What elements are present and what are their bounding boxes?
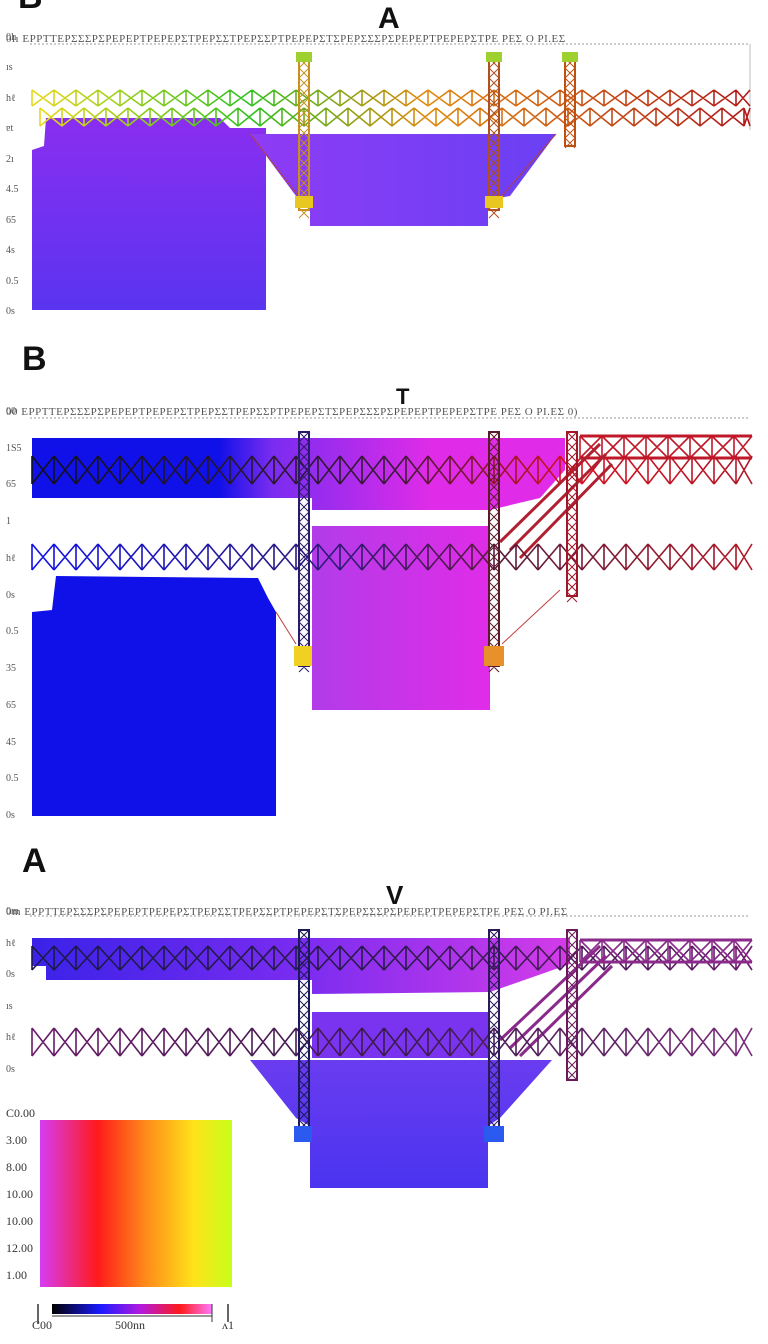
panel-bot-title: V	[386, 880, 404, 910]
tick-label: 65	[6, 479, 16, 491]
scale-bar: C00 500nn ʌ1	[0, 1300, 260, 1340]
support-line	[275, 611, 297, 645]
left-concrete-block	[32, 118, 266, 310]
tick-label: 0m	[6, 906, 19, 917]
tick-label: hℓ	[6, 937, 16, 949]
legend-label: 8.00	[6, 1160, 27, 1174]
footing-cap	[484, 646, 504, 666]
tick-label: 4s	[6, 245, 15, 257]
column-head	[562, 52, 578, 62]
tick-label: 1	[6, 516, 11, 528]
footing-cap	[294, 646, 312, 666]
panel-mid-diagram	[30, 417, 753, 816]
footing-cap	[294, 1126, 312, 1142]
panel-top: B A 0lı ΕΡΡΤΤΕΡΣΣΣΡΣΡΕΡΕΡΤΡΕΡΕΡΣΤΡΕΡΣΣΤΡ…	[0, 0, 768, 330]
tick-label: 0s	[6, 1064, 15, 1075]
lower-truss-bracing	[31, 543, 753, 571]
scale-bar-graphic	[37, 1304, 229, 1324]
panel-mid-corner-label: B	[22, 340, 47, 378]
tick-label: ɐt	[6, 123, 14, 135]
panel-top-diagram	[30, 43, 751, 310]
legend-label: 3.00	[6, 1133, 27, 1147]
center-concrete-block	[250, 1060, 552, 1188]
tick-label: 0s	[6, 306, 15, 317]
legend-label: 10.00	[6, 1187, 33, 1201]
panel-top-corner-label: B	[18, 0, 43, 17]
col-c-column-bracing	[566, 929, 578, 1081]
upper-right-truss-bracing	[579, 939, 753, 963]
tick-label: hℓ	[6, 552, 16, 564]
panel-top-title: A	[378, 2, 400, 35]
tick-label: 0.5	[6, 773, 19, 785]
panel-bot-ruler: 0m ΕΡΡΤΤΕΡΣΣΣΡΣΡΕΡΕΡΤΡΕΡΕΡΣΤΡΕΡΣΣΤΡΕΡΣΣΡ…	[6, 906, 568, 918]
tick-label: 2ı	[6, 153, 14, 165]
upper-right-truss-bracing	[579, 435, 753, 459]
support-line	[499, 133, 557, 199]
tick-label: 65	[6, 214, 16, 226]
upper-truss-bracing	[31, 89, 751, 107]
scale-bar-mid-label: 500nn	[115, 1318, 145, 1332]
panel-mid-title: T	[396, 384, 410, 409]
footing-cap	[485, 196, 503, 208]
col-c-column	[566, 929, 578, 1081]
upper-deck-block	[32, 938, 570, 994]
tick-label: hℓ	[6, 92, 16, 104]
legend-label: 12.00	[6, 1241, 33, 1255]
footing-cap	[484, 1126, 504, 1142]
legend-label: 10.00	[6, 1214, 33, 1228]
tick-label: 45	[6, 736, 16, 748]
tick-label: ıs	[6, 62, 13, 74]
tick-label: ıs	[6, 1000, 13, 1012]
legend-label: 1.00	[6, 1268, 27, 1282]
tick-label: 0s	[6, 969, 15, 981]
footing-cap	[295, 196, 313, 208]
col-b-column-bracing	[488, 929, 500, 1141]
legend-label: C0.00	[6, 1106, 36, 1120]
tick-label: hℓ	[6, 1032, 16, 1044]
tick-label: 0lı	[6, 32, 17, 43]
tick-label: 65	[6, 699, 16, 711]
panel-bot-corner-label: A	[22, 842, 47, 880]
upper-truss-bracing	[31, 455, 753, 485]
panel-mid-ruler: 00 ΕΡΡΤΤΕΡΣΣΣΡΣΡΕΡΕΡΤΡΕΡΕΡΣΤΡΕΡΣΣΤΡΕΡΣΣΡ…	[6, 406, 578, 418]
color-legend: C0.00 3.00 8.00 10.00 10.00 12.00 1.00	[0, 1100, 240, 1300]
scale-bar-right-label: ʌ1	[222, 1318, 234, 1332]
upper-truss-bracing	[31, 945, 753, 971]
panel-top-ruler: 0lı ΕΡΡΤΤΕΡΣΣΣΡΣΡΕΡΕΡΤΡΕΡΕΡΣΤΡΕΡΣΣΤΡΕΡΣΣ…	[6, 33, 566, 45]
col-c-column-bracing	[566, 431, 578, 603]
tick-label: 0.5	[6, 626, 19, 638]
tick-label: 0.5	[6, 275, 19, 287]
support-line	[501, 589, 561, 645]
col-c-column-bracing	[564, 57, 576, 149]
center-concrete-block	[250, 134, 556, 226]
col-a-column-bracing	[298, 929, 310, 1141]
support-line	[249, 133, 301, 199]
tick-label: 0s	[6, 810, 15, 821]
column-head	[486, 52, 502, 62]
left-concrete-block	[32, 576, 276, 816]
tick-label: 00	[6, 406, 16, 417]
panel-mid: B T 00 ΕΡΡΤΤΕΡΣΣΣΡΣΡΕΡΕΡΤΡΕΡΕΡΣΤΡΕΡΣΣΤΡΕ…	[6, 340, 753, 821]
color-legend-gradient	[40, 1120, 232, 1287]
tick-label: 1S5	[6, 442, 22, 454]
tick-label: 35	[6, 663, 16, 675]
col-c-column	[566, 431, 578, 597]
tick-label: 4.5	[6, 184, 19, 196]
scale-bar-left-label: C00	[32, 1318, 53, 1332]
column-head	[296, 52, 312, 62]
tick-label: 0s	[6, 589, 15, 601]
lower-truss-bracing	[31, 1027, 753, 1057]
lower-truss-bracing	[39, 107, 751, 127]
